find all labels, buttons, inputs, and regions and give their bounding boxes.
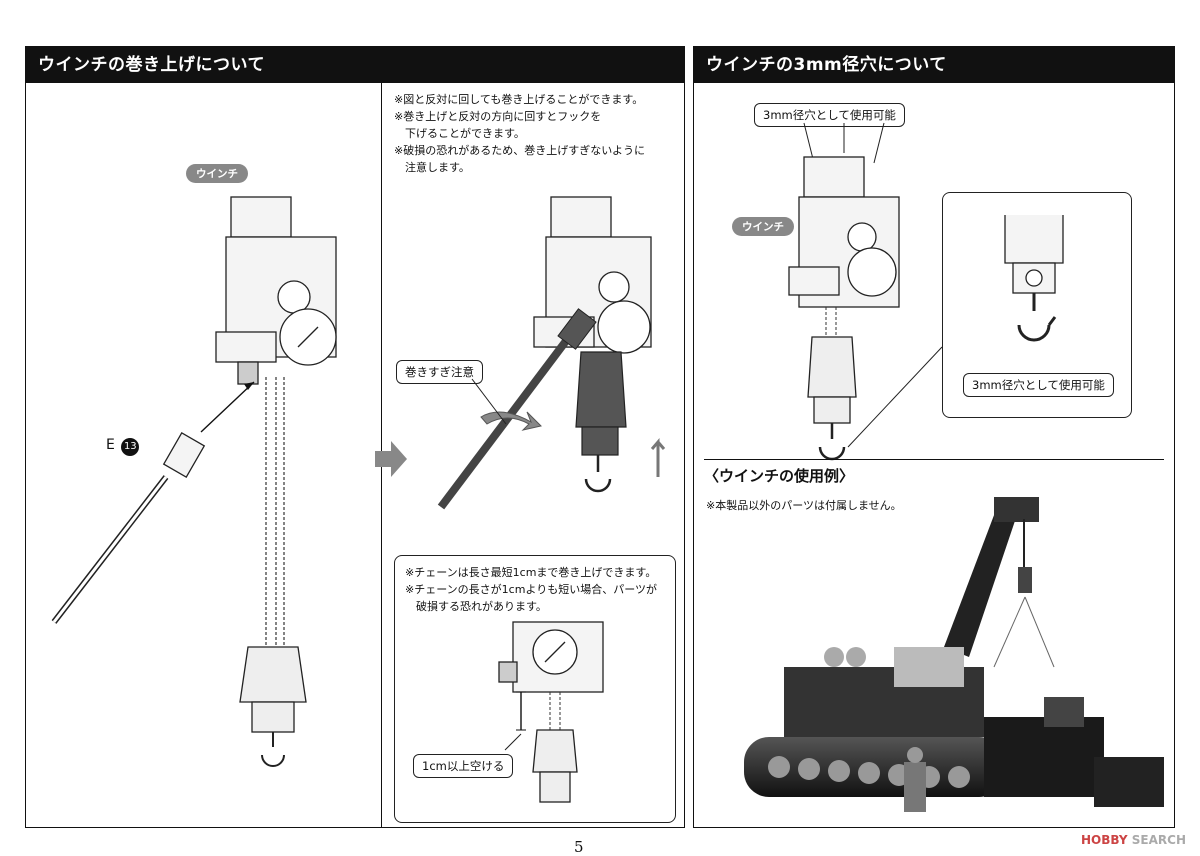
top-hole-callout: 3mm径穴として使用可能: [754, 103, 905, 127]
note-line: 注意します。: [394, 161, 470, 174]
winch-crank-illustration: [437, 196, 666, 510]
chain-detail-illustration: [498, 621, 604, 803]
part-letter: E: [106, 437, 115, 453]
watermark-suffix: SEARCH: [1131, 833, 1186, 847]
part-id: E 13: [106, 437, 140, 456]
chain-note-line: ※チェーンは長さ最短1cmまで巻き上げできます。: [405, 566, 657, 579]
caution-leader: [471, 378, 507, 425]
caution-callout: 巻きすぎ注意: [396, 360, 483, 384]
hook-detail-box: 3mm径穴として使用可能: [942, 192, 1132, 418]
hook-hole-callout: 3mm径穴として使用可能: [963, 373, 1114, 397]
winch-hole-illustration: [788, 156, 943, 461]
hook-detail-illustration: [1004, 215, 1064, 342]
right-divider: [704, 459, 1164, 460]
top-hole-leaders: [803, 122, 885, 164]
winch-illustration: [51, 196, 337, 767]
example-note: ※本製品以外のパーツは付属しません。: [706, 499, 902, 512]
left-panel-title: ウインチの巻き上げについて: [26, 47, 684, 83]
chain-note-line: ※チェーンの長さが1cmよりも短い場合、パーツが: [405, 583, 657, 596]
winch-label-right: ウインチ: [732, 217, 794, 236]
chain-note-line: 破損する恐れがあります。: [405, 600, 547, 613]
chain-note-box: ※チェーンは長さ最短1cmまで巻き上げできます。 ※チェーンの長さが1cmよりも…: [394, 555, 676, 823]
right-panel-title: ウインチの3mm径穴について: [694, 47, 1174, 83]
example-title: 〈ウインチの使用例〉: [704, 467, 855, 485]
usage-example-photo: [744, 497, 1164, 812]
watermark-brand: HOBBY: [1081, 833, 1128, 847]
page-number: 5: [574, 838, 584, 856]
part-number-badge: 13: [121, 438, 140, 456]
step-arrow-icon: [375, 441, 407, 477]
left-panel: ウインチの巻き上げについて ウインチ: [25, 46, 685, 828]
note-line: ※破損の恐れがあるため、巻き上げすぎないように: [394, 144, 645, 157]
gap-callout: 1cm以上空ける: [413, 754, 514, 778]
note-line: 下げることができます。: [394, 127, 525, 140]
right-panel: ウインチの3mm径穴について 3mm径穴として使用可能 ウインチ: [693, 46, 1175, 828]
note-line: ※巻き上げと反対の方向に回すとフックを: [394, 110, 602, 123]
rotation-notes: ※図と反対に回しても巻き上げることができます。 ※巻き上げと反対の方向に回すとフ…: [394, 91, 645, 176]
watermark: HOBBY SEARCH: [1081, 833, 1186, 847]
note-line: ※図と反対に回しても巻き上げることができます。: [394, 93, 644, 106]
winch-label: ウインチ: [186, 164, 248, 183]
